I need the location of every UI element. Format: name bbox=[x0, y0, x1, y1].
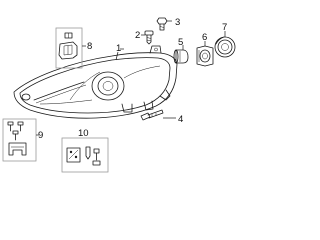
cover-cap-part-7[interactable] bbox=[214, 36, 236, 58]
callout-3: 3 bbox=[167, 17, 180, 28]
screw-part-2[interactable] bbox=[144, 30, 154, 45]
callout-2: 2 bbox=[135, 30, 145, 41]
callout-1: 1 bbox=[115, 43, 124, 61]
callout-4: 4 bbox=[163, 114, 183, 125]
callout-5-label: 5 bbox=[178, 37, 183, 48]
callout-9: 9 bbox=[36, 130, 43, 141]
callout-8: 8 bbox=[82, 41, 92, 52]
connector-part-8[interactable] bbox=[55, 27, 83, 69]
callout-6: 6 bbox=[202, 32, 207, 46]
callout-3-label: 3 bbox=[175, 17, 180, 28]
callout-1-label: 1 bbox=[116, 43, 121, 54]
callout-4-label: 4 bbox=[178, 114, 183, 125]
callout-7: 7 bbox=[222, 22, 227, 37]
callout-7-label: 7 bbox=[222, 22, 227, 33]
clip-kit-part-10[interactable] bbox=[61, 137, 109, 173]
fastener-kit-part-9[interactable] bbox=[2, 118, 37, 162]
socket-part-6[interactable] bbox=[196, 45, 214, 67]
bulb-part-5[interactable] bbox=[173, 49, 189, 64]
callout-6-label: 6 bbox=[202, 32, 207, 43]
headlamp-assembly[interactable] bbox=[13, 45, 178, 119]
callout-10-label: 10 bbox=[78, 128, 89, 139]
headlamp-parts-diagram: 1 2 3 4 5 6 7 8 9 10 bbox=[2, 17, 236, 173]
callout-5: 5 bbox=[178, 37, 184, 50]
callout-2-label: 2 bbox=[135, 30, 140, 41]
callout-9-label: 9 bbox=[38, 130, 43, 141]
callout-8-label: 8 bbox=[87, 41, 92, 52]
screw-part-4[interactable] bbox=[140, 109, 164, 121]
callout-10: 10 bbox=[78, 128, 89, 139]
bolt-part-3[interactable] bbox=[156, 17, 168, 31]
